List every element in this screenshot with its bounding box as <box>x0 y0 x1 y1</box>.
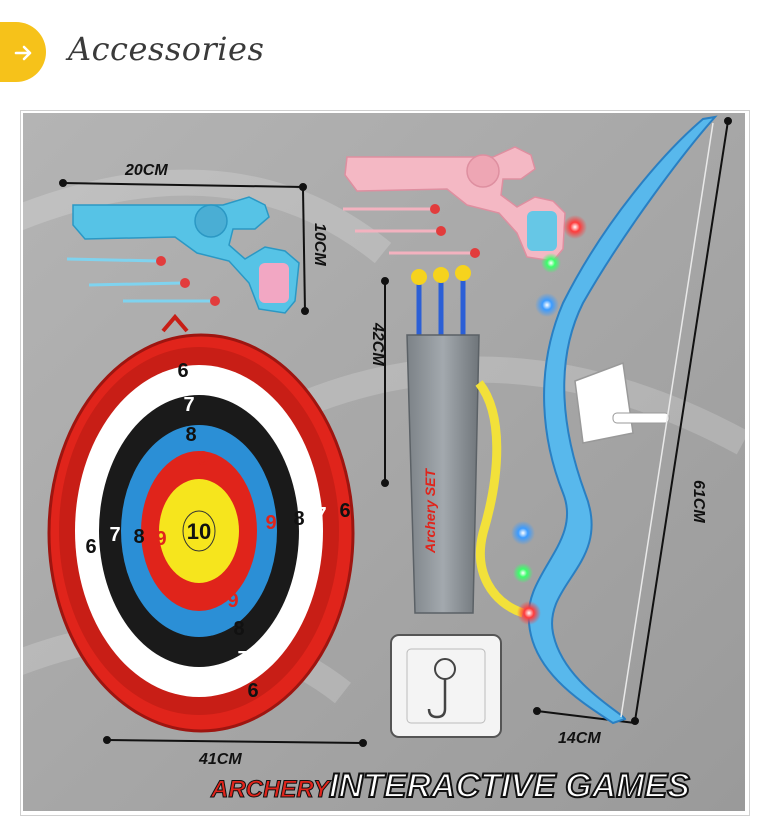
svg-text:9: 9 <box>197 448 208 470</box>
section-header: Accessories <box>0 0 770 100</box>
target-width-label: 41CM <box>198 751 242 768</box>
svg-text:6: 6 <box>247 680 258 702</box>
svg-text:9: 9 <box>265 512 276 534</box>
bottom-banner: ARCHERY INTERACTIVE GAMES <box>210 766 692 806</box>
bow-height-label: 61CM <box>690 480 707 523</box>
quiver-label: Archery SET <box>422 468 438 554</box>
pink-toy-pistol <box>344 146 566 262</box>
svg-text:9: 9 <box>227 590 238 612</box>
blue-suction-darts <box>66 257 213 303</box>
svg-text:8: 8 <box>185 424 196 446</box>
target-ring-numbers: 10 9 9 9 9 8 8 8 8 7 7 7 7 6 6 6 6 <box>85 360 350 702</box>
svg-text:8: 8 <box>293 508 304 530</box>
blue-toy-pistol <box>72 196 300 314</box>
blue-dart-tips <box>156 256 220 306</box>
svg-text:6: 6 <box>85 536 96 558</box>
svg-text:7: 7 <box>237 648 248 670</box>
archery-target <box>47 313 355 733</box>
svg-text:6: 6 <box>177 360 188 382</box>
svg-text:7: 7 <box>183 394 194 416</box>
svg-text:8: 8 <box>233 618 244 640</box>
bow-width-label: 14CM <box>558 730 601 747</box>
dimension-lines <box>59 117 732 747</box>
banner-games-text: INTERACTIVE GAMES <box>329 767 690 805</box>
light-up-bow <box>511 115 718 725</box>
banner-archery-text: ARCHERY <box>210 776 331 803</box>
svg-text:6: 6 <box>339 500 350 522</box>
wall-hook <box>390 634 502 738</box>
quiver: Archery SET <box>406 334 525 618</box>
svg-text:7: 7 <box>315 504 326 526</box>
pink-suction-darts <box>343 207 473 255</box>
arrow-right-icon <box>14 45 32 61</box>
pink-dart-tips <box>430 204 480 258</box>
svg-text:9: 9 <box>155 528 166 550</box>
product-image: 20CM 10CM 42CM 61CM 14CM 41CM <box>23 113 745 811</box>
pistol-height-label: 10CM <box>311 223 328 266</box>
svg-text:8: 8 <box>133 526 144 548</box>
quiver-height-label: 42CM <box>369 322 386 366</box>
svg-text:7: 7 <box>109 524 120 546</box>
svg-text:10: 10 <box>187 519 211 544</box>
pistol-width-label: 20CM <box>124 162 168 179</box>
section-title: Accessories <box>68 30 265 68</box>
